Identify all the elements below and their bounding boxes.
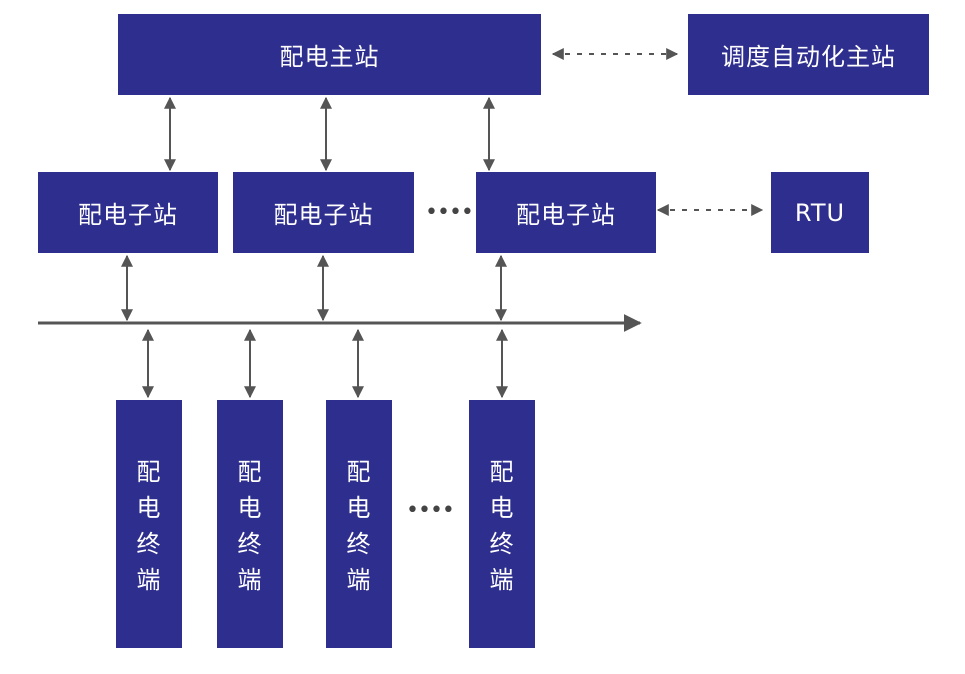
terminal-node-3: 配 电 终 端 [326, 400, 392, 648]
terminal-1-char-1: 配 [136, 458, 162, 486]
substation-node-3: 配电子站 [476, 172, 656, 253]
substation-node-1: 配电子站 [38, 172, 218, 253]
terminal-ellipsis: •••• [406, 498, 455, 523]
terminal-3-char-3: 终 [346, 530, 372, 558]
substation-node-2: 配电子站 [233, 172, 414, 253]
terminal-4-char-1: 配 [489, 458, 515, 486]
terminal-1-char-2: 电 [136, 494, 162, 522]
terminal-2-char-3: 终 [237, 530, 263, 558]
terminal-node-4: 配 电 终 端 [469, 400, 535, 648]
terminal-4-char-4: 端 [489, 566, 515, 594]
terminal-2-char-1: 配 [237, 458, 263, 486]
terminal-4-char-2: 电 [489, 494, 515, 522]
terminal-node-1: 配 电 终 端 [116, 400, 182, 648]
terminal-2-char-2: 电 [237, 494, 263, 522]
dispatch-station-node: 调度自动化主站 [688, 14, 929, 95]
terminal-2-char-4: 端 [237, 566, 263, 594]
rtu-node: RTU [771, 172, 869, 253]
substation-ellipsis: •••• [425, 200, 474, 225]
terminal-3-char-2: 电 [346, 494, 372, 522]
terminal-3-char-4: 端 [346, 566, 372, 594]
main-station-node: 配电主站 [118, 14, 541, 95]
terminal-1-char-4: 端 [136, 566, 162, 594]
terminal-node-2: 配 电 终 端 [217, 400, 283, 648]
terminal-4-char-3: 终 [489, 530, 515, 558]
terminal-1-char-3: 终 [136, 530, 162, 558]
terminal-3-char-1: 配 [346, 458, 372, 486]
